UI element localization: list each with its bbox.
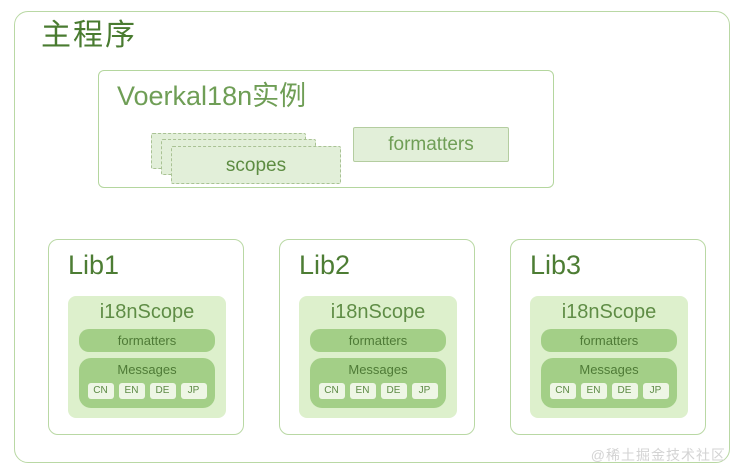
lib-title-lib1: Lib1 bbox=[68, 250, 120, 280]
i18nscope-title-lib2: i18nScope bbox=[330, 301, 426, 323]
i18nscope-panel-lib3: i18nScope formatters Messages CN EN DE J… bbox=[530, 296, 688, 418]
language-tag-row-lib2: CN EN DE JP bbox=[310, 383, 446, 399]
instance-formatters-box[interactable]: formatters bbox=[353, 127, 509, 162]
language-tag-cn[interactable]: CN bbox=[87, 383, 114, 399]
language-tag-de[interactable]: DE bbox=[149, 383, 176, 399]
scopes-label: scopes bbox=[225, 154, 287, 176]
language-tag-jp[interactable]: JP bbox=[180, 383, 207, 399]
instance-title: Voerkal18n实例 bbox=[117, 81, 307, 111]
formatters-label-lib3: formatters bbox=[579, 333, 639, 348]
formatters-pill-lib3[interactable]: formatters bbox=[541, 329, 677, 352]
messages-label-lib3: Messages bbox=[579, 362, 639, 377]
language-tag-en[interactable]: EN bbox=[118, 383, 145, 399]
i18nscope-panel-lib2: i18nScope formatters Messages CN EN DE J… bbox=[299, 296, 457, 418]
scopes-stack: scopes bbox=[151, 133, 341, 185]
lib-title-lib2: Lib2 bbox=[299, 250, 351, 280]
instance-formatters-label: formatters bbox=[388, 134, 474, 155]
messages-pill-lib2[interactable]: Messages CN EN DE JP bbox=[310, 358, 446, 408]
lib-box-lib1: Lib1 i18nScope formatters Messages CN EN… bbox=[48, 239, 244, 435]
voerkal18n-instance-box: Voerkal18n实例 scopes formatters bbox=[98, 70, 554, 188]
messages-pill-lib1[interactable]: Messages CN EN DE JP bbox=[79, 358, 215, 408]
i18nscope-title-lib1: i18nScope bbox=[99, 301, 195, 323]
formatters-pill-lib2[interactable]: formatters bbox=[310, 329, 446, 352]
language-tag-de[interactable]: DE bbox=[380, 383, 407, 399]
messages-pill-lib3[interactable]: Messages CN EN DE JP bbox=[541, 358, 677, 408]
messages-label-lib2: Messages bbox=[348, 362, 408, 377]
scope-card-front[interactable]: scopes bbox=[171, 146, 341, 184]
language-tag-en[interactable]: EN bbox=[580, 383, 607, 399]
language-tag-jp[interactable]: JP bbox=[411, 383, 438, 399]
formatters-pill-lib1[interactable]: formatters bbox=[79, 329, 215, 352]
lib-box-lib3: Lib3 i18nScope formatters Messages CN EN… bbox=[510, 239, 706, 435]
language-tag-de[interactable]: DE bbox=[611, 383, 638, 399]
language-tag-row-lib3: CN EN DE JP bbox=[541, 383, 677, 399]
i18nscope-title-lib3: i18nScope bbox=[561, 301, 657, 323]
language-tag-en[interactable]: EN bbox=[349, 383, 376, 399]
language-tag-jp[interactable]: JP bbox=[642, 383, 669, 399]
language-tag-cn[interactable]: CN bbox=[549, 383, 576, 399]
i18nscope-panel-lib1: i18nScope formatters Messages CN EN DE J… bbox=[68, 296, 226, 418]
formatters-label-lib1: formatters bbox=[117, 333, 177, 348]
language-tag-row-lib1: CN EN DE JP bbox=[79, 383, 215, 399]
watermark: @稀土掘金技术社区 bbox=[590, 447, 726, 463]
language-tag-cn[interactable]: CN bbox=[318, 383, 345, 399]
formatters-label-lib2: formatters bbox=[348, 333, 408, 348]
lib-box-lib2: Lib2 i18nScope formatters Messages CN EN… bbox=[279, 239, 475, 435]
lib-title-lib3: Lib3 bbox=[530, 250, 582, 280]
messages-label-lib1: Messages bbox=[117, 362, 177, 377]
main-program-title: 主程序 bbox=[41, 19, 137, 52]
